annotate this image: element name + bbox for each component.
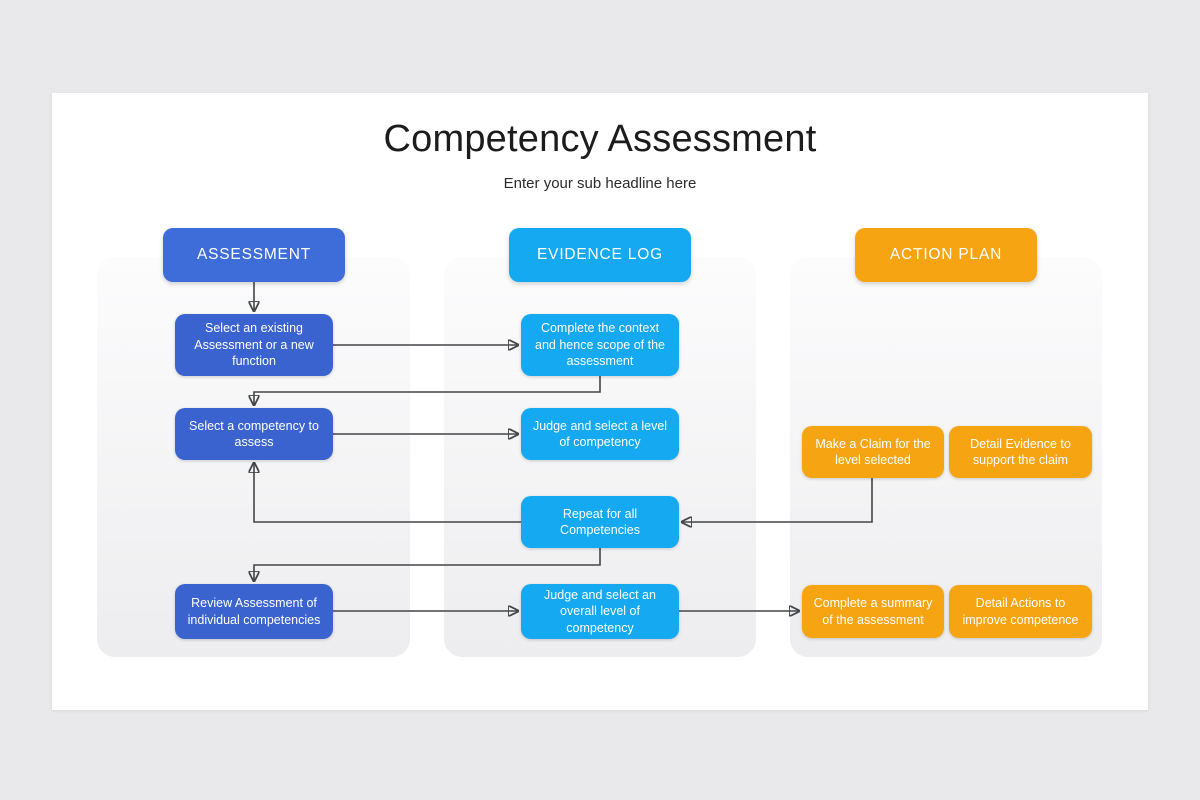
flow-box-review-assessment: Review Assessment of individual competen… [175, 584, 333, 639]
flow-box-make-claim: Make a Claim for the level selected [802, 426, 944, 478]
flow-box-judge-overall: Judge and select an overall level of com… [521, 584, 679, 639]
column-header-evidence-log: EVIDENCE LOG [509, 228, 691, 282]
flow-box-detail-actions: Detail Actions to improve competence [949, 585, 1092, 638]
flow-box-select-competency: Select a competency to assess [175, 408, 333, 460]
page-subtitle: Enter your sub headline here [503, 175, 697, 192]
flow-box-complete-summary: Complete a summary of the assessment [802, 585, 944, 638]
flow-box-repeat-all: Repeat for all Competencies [521, 496, 679, 548]
flow-box-detail-evidence: Detail Evidence to support the claim [949, 426, 1092, 478]
page-title: Competency Assessment [383, 118, 817, 160]
slide-card: Competency Assessment Enter your sub hea… [52, 93, 1148, 710]
column-header-action-plan: ACTION PLAN [855, 228, 1037, 282]
flow-box-complete-context: Complete the context and hence scope of … [521, 314, 679, 376]
column-header-assessment: ASSESSMENT [163, 228, 345, 282]
flow-box-select-existing-assessment: Select an existing Assessment or a new f… [175, 314, 333, 376]
flow-box-judge-level: Judge and select a level of competency [521, 408, 679, 460]
